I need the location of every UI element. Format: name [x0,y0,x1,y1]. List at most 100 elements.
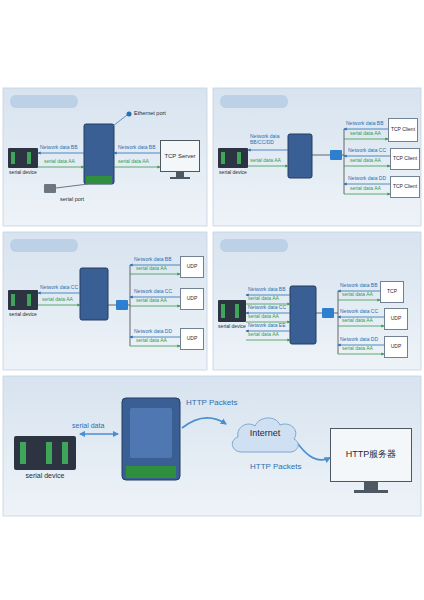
serial-data-label: serial data AA [136,298,167,304]
node-text: UDP [391,316,402,322]
network-line [38,153,84,154]
client-box: TCP Client [390,148,420,170]
panel [213,88,421,226]
stand [170,177,190,179]
converter-body [122,398,180,480]
switch-icon [330,150,342,160]
serial-line [344,194,390,195]
serial-device: serial device [14,436,76,470]
http-arrow [182,418,226,428]
panel [3,376,421,516]
serial-data-label: serial data AA [350,158,381,164]
client-box: TCP Client [390,176,420,198]
serial-data-label: serial data AA [342,346,373,352]
network-line [114,153,160,154]
stand [364,482,378,490]
client-box: UDP [180,288,204,310]
device-icon [218,148,248,168]
node-text: serial device [218,324,246,330]
server-monitor: TCP Server [160,140,200,172]
cable [316,291,338,354]
node-text: TCP Client [393,156,417,162]
serial-line [246,340,290,341]
network-data-label: Network data CC [248,305,286,311]
network-data-label: Network data DD [134,329,172,335]
serial-data-label: serial data AA [248,332,279,338]
serial-line [130,346,180,347]
module [235,304,239,318]
serial-device: serial device [8,290,38,310]
node-text: UDP [187,264,198,270]
client-box: UDP [180,328,204,350]
converter-face [130,408,172,458]
serial-data-label: serial data AA [250,158,281,164]
cable [108,265,130,346]
network-data-label: Network data BB [40,145,78,151]
module [221,304,225,318]
panel-tab [10,239,78,252]
converter-body [80,268,108,320]
serial-data-label: serial data AA [342,318,373,324]
switch-icon [116,300,128,310]
switch-icon [322,308,334,318]
data-lines [38,129,390,434]
module [20,442,26,464]
node-text: TCP Client [393,184,417,190]
device-icon [8,290,38,310]
client-box: UDP [180,256,204,278]
network-data-label: Network data BB/CC/DD [250,134,288,146]
serial-device: serial device [218,300,246,322]
serial-data-label: serial data AA [342,292,373,298]
network-data-label: Network data CC [134,289,172,295]
module [46,442,52,464]
serial-line [248,166,288,167]
node-text: UDP [187,296,198,302]
serial-data-label: serial data AA [136,266,167,272]
network-line [344,184,390,185]
switches [116,150,342,318]
module [11,152,15,164]
port-label: serial port [60,196,84,202]
client-box: UDP [384,308,408,330]
node-text: Internet [250,429,281,439]
serial-data-label: serial data AA [42,297,73,303]
node-text: UDP [391,344,402,350]
serial-line [338,326,384,327]
panel [3,232,207,370]
network-data-label: Network data DD [348,176,386,182]
client-box: TCP Client [388,118,418,142]
network-data-label: Network data EE [248,323,286,329]
node-text: serial device [9,312,37,318]
network-data-label: Network data CC [40,285,78,291]
network-line [344,156,390,157]
network-data-label: Network data BB [340,283,378,289]
serial-line [38,305,80,306]
serial-line [130,306,180,307]
serial-line [114,167,160,168]
serial-data-label: serial data AA [44,159,75,165]
converter-terminal [126,466,176,478]
network-data-label: Network data CC [348,148,386,154]
edge-label: HTTP Packets [250,462,301,471]
module [11,294,15,306]
cable [312,129,344,194]
converter-terminal [86,176,112,184]
leader-line [113,115,127,126]
stand [354,490,388,493]
panel-tab [10,95,78,108]
network-data-label: Network data BB [346,121,384,127]
network-data-label: serial data [72,422,104,430]
serial-data-label: serial data AA [118,159,149,165]
cloud-outline [232,418,298,452]
serial-line [344,139,388,140]
serial-line [80,433,118,435]
node-text: serial device [9,170,37,176]
internet-cloud: Internet [228,412,302,456]
stand [176,172,184,177]
serial-device: serial device [8,148,38,168]
panel [3,88,207,226]
network-data-label: HTTP Packets [186,398,237,407]
node-text: HTTP服务器 [346,450,397,460]
converter-body [288,134,312,178]
network-data-label: Network data DD [340,337,378,343]
